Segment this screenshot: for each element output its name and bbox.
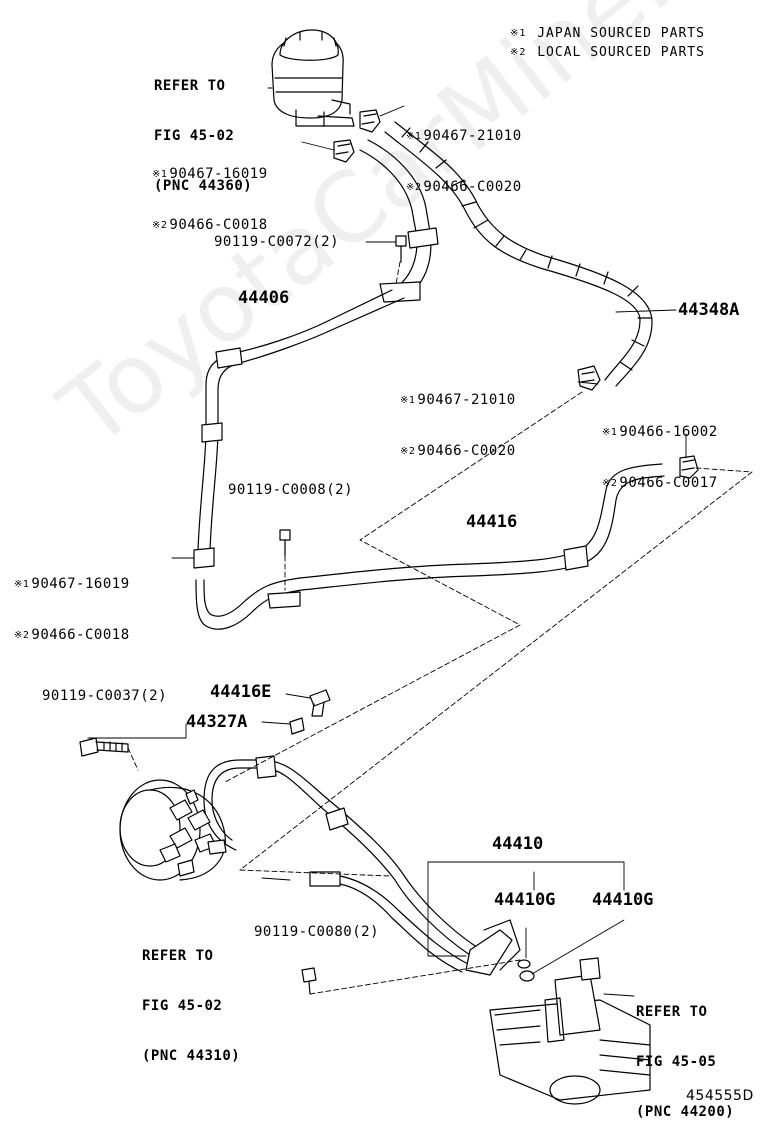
tube-44410-label: 44410 [492,834,544,854]
ref-reservoir-line-1: REFER TO [154,78,226,94]
hose-44416-label: 44416 [466,512,518,532]
ref-gear-line-2: FIG 45-05 [636,1054,717,1070]
clamp-middle-drawing [577,365,601,391]
ref-steering-gear: REFER TO FIG 45-05 (PNC 44200) [636,972,734,1136]
clamp-upper-left-drawing [333,139,355,163]
parts-diagram [79,29,753,1105]
gasket-44327a-label: 44327A [186,712,248,732]
gasket-44327a-drawing [289,717,305,735]
bolt-c0072-drawing [395,235,407,263]
ref-reservoir-line-2: FIG 45-02 [154,128,235,144]
clamp-right-drawing [679,455,699,479]
dashed-lines [127,261,753,995]
bolt-c0008-label: 90119-C0008(2) [228,482,354,498]
diagram-id: 454555D [686,1088,754,1104]
reservoir-tank-drawing [271,29,355,127]
bolt-c0080-label: 90119-C0080(2) [254,924,380,940]
bolt-c0080-drawing [301,967,317,995]
ref-reservoir-line-3: (PNC 44360) [154,178,253,194]
o-ring-44410g-label-b: 44410G [592,890,654,910]
note-local-sourced: ※2 LOCAL SOURCED PARTS [510,45,705,60]
hose-44416-drawing [195,463,665,630]
o-ring-44410g-label-a: 44410G [494,890,556,910]
ref-pump-line-3: (PNC 44310) [142,1048,241,1064]
pump-drawing [119,779,227,881]
hose-44348a-label: 44348A [678,300,740,320]
tube-44410-drawing [203,755,521,976]
ref-reservoir: REFER TO FIG 45-02 (PNC 44360) [154,46,252,210]
bolt-c0037-drawing [79,737,129,757]
note-japan-sourced: ※1 JAPAN SOURCED PARTS [510,26,705,41]
hose-44348a-drawing [384,121,653,387]
hose-44406-label: 44406 [238,288,290,308]
ref-pump-line-1: REFER TO [142,948,214,964]
bolt-c0072-label: 90119-C0072(2) [214,234,340,250]
ref-pump: REFER TO FIG 45-02 (PNC 44310) [142,916,240,1080]
steering-gear-drawing [489,957,651,1105]
ref-gear-line-3: (PNC 44200) [636,1104,735,1120]
ref-pump-line-2: FIG 45-02 [142,998,223,1014]
leader-lines [87,87,687,997]
bolt-c0037-label: 90119-C0037(2) [42,688,168,704]
o-rings-44410g-drawing [517,959,535,982]
union-44416e-drawing [309,689,331,717]
bolt-c0008-drawing [279,529,291,557]
clamp-upper-right-drawing [359,109,381,133]
union-44416e-label: 44416E [210,682,272,702]
hose-44406-drawing [193,139,439,569]
ref-gear-line-1: REFER TO [636,1004,708,1020]
